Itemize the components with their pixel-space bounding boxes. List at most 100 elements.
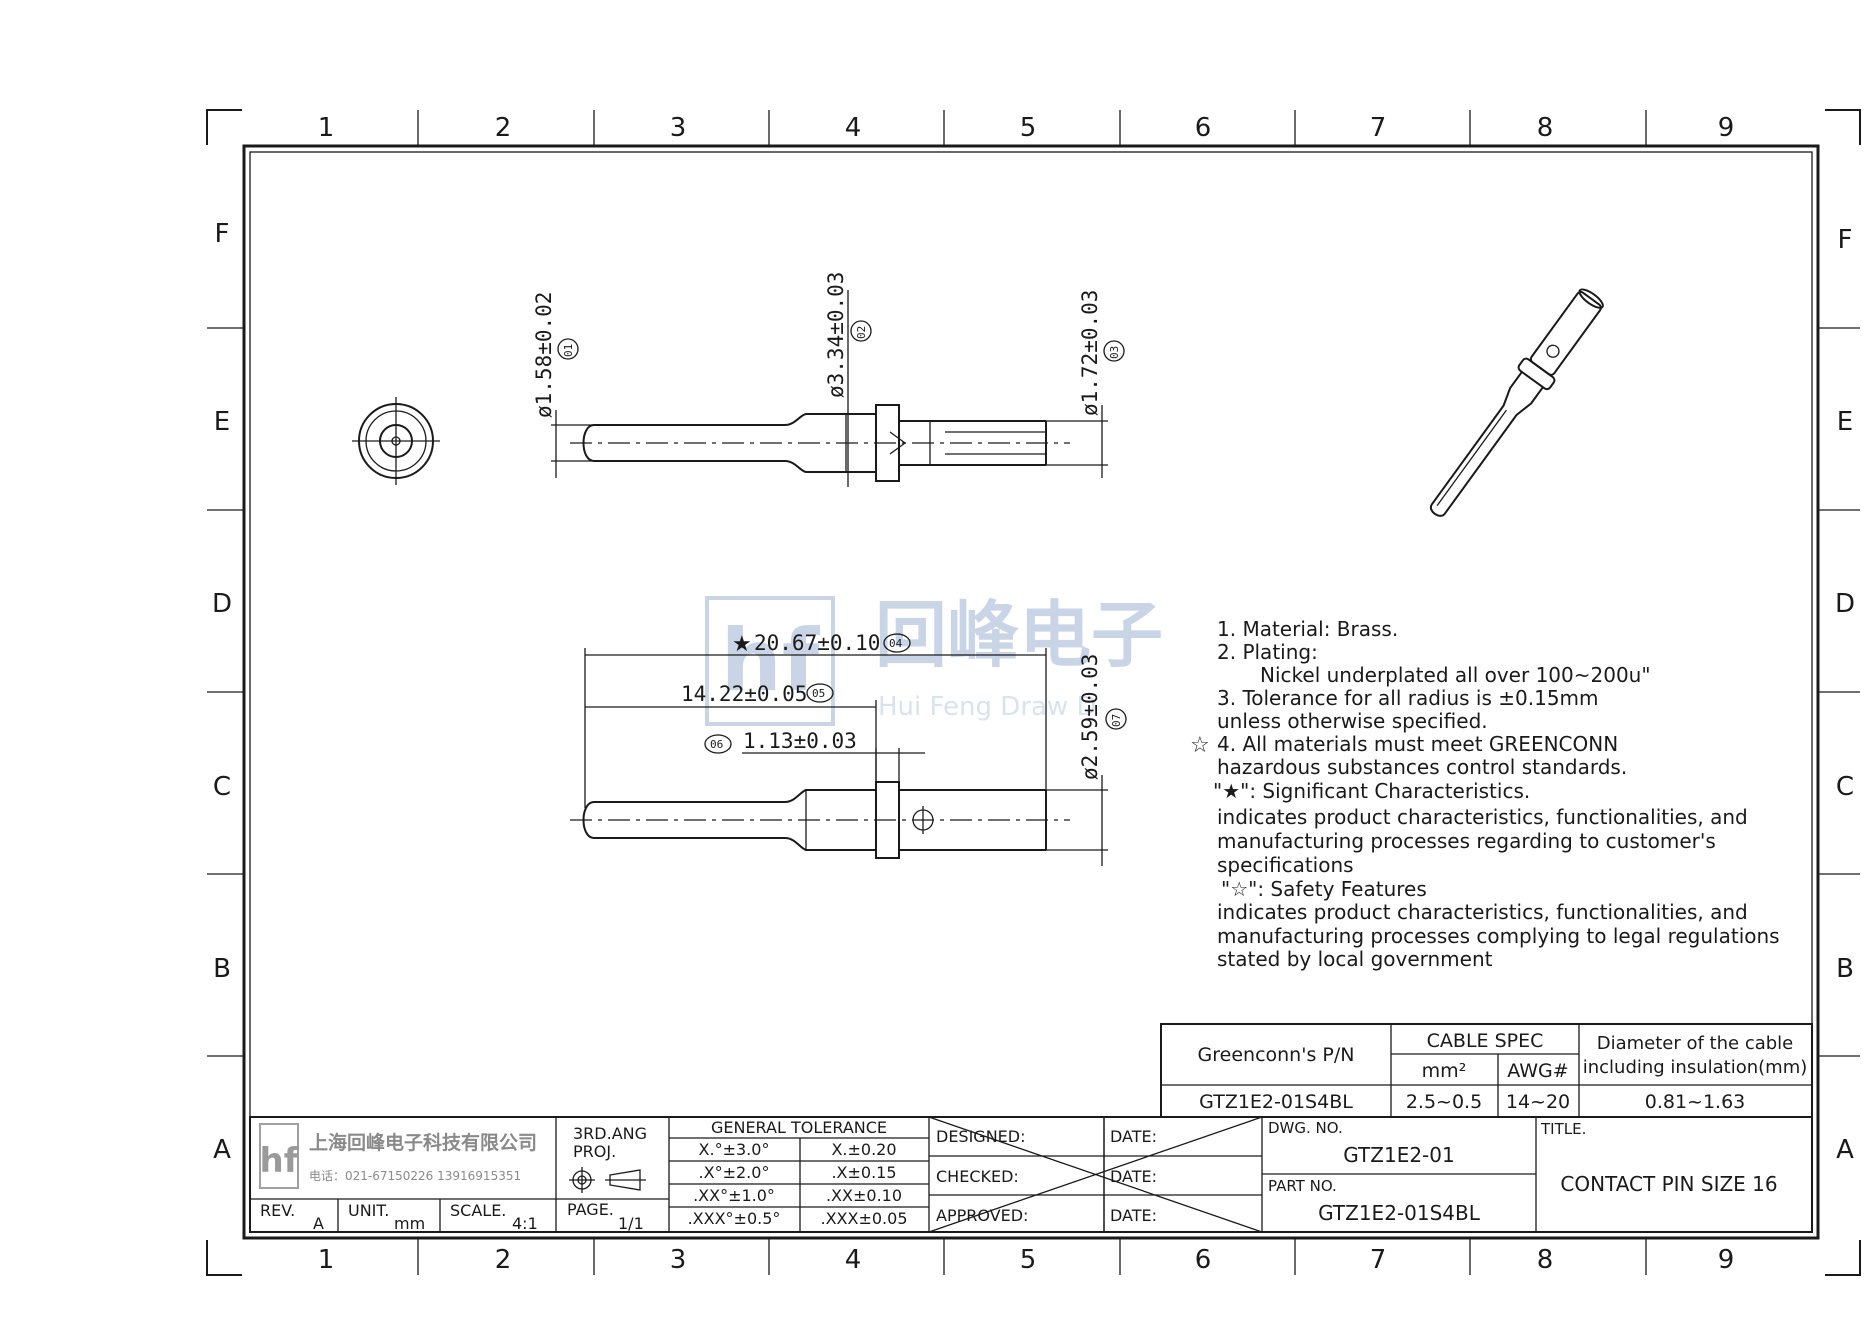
svg-text:03: 03 [1108,346,1121,359]
spec-pn-header: Greenconn's P/N [1198,1044,1355,1066]
watermark-en: Hui Feng Draw D [878,692,1097,722]
note-2b: Nickel underplated all over 100~200u" [1260,663,1651,687]
dwg-no: GTZ1E2-01 [1343,1143,1454,1167]
note-significant-1: indicates product characteristics, funct… [1217,805,1748,829]
svg-text:20.67±0.10: 20.67±0.10 [754,631,880,655]
rev-label: REV. [260,1201,295,1220]
dim-d4: ★ 20.67±0.10 04 [732,631,911,657]
svg-text:D: D [1835,589,1855,619]
scale-value: 4:1 [512,1214,538,1233]
svg-text:ø3.34±0.03: ø3.34±0.03 [824,272,848,398]
svg-text:C: C [213,772,231,802]
notes: 1. Material: Brass. 2. Plating: Nickel u… [1190,617,1780,971]
svg-text:★: ★ [732,632,752,657]
svg-text:A: A [213,1135,231,1165]
watermark-cn: 回峰电子 [875,593,1163,677]
spec-awg-header: AWG# [1507,1060,1568,1082]
svg-text:X.°±3.0°: X.°±3.0° [699,1140,770,1159]
checked-date-label: DATE: [1110,1167,1157,1186]
spec-dia-header-2: including insulation(mm) [1583,1057,1808,1078]
dim-d7: ø2.59±0.03 07 [1078,654,1127,780]
svg-text:.XXX°±0.5°: .XXX°±0.5° [688,1209,781,1228]
svg-text:6: 6 [1195,1245,1212,1275]
svg-text:E: E [214,407,230,437]
svg-text:7: 7 [1370,1245,1387,1275]
svg-text:2: 2 [495,113,512,143]
end-view [352,397,440,485]
pin-side-view-bottom [570,648,1108,866]
svg-text:6: 6 [1195,113,1212,143]
page-label: PAGE. [567,1200,614,1219]
company-name: 上海回峰电子科技有限公司 [309,1131,537,1154]
svg-text:F: F [1838,225,1853,255]
svg-text:A: A [1836,1135,1854,1165]
projection-label-2: PROJ. [573,1142,616,1161]
dwg-no-label: DWG. NO. [1268,1119,1343,1137]
drawing-title: CONTACT PIN SIZE 16 [1560,1172,1777,1196]
row-labels-right: FE DC BA [1835,225,1855,1165]
svg-text:9: 9 [1718,1245,1735,1275]
svg-text:1: 1 [318,1245,335,1275]
note-3: 3. Tolerance for all radius is ±0.15mm [1217,686,1599,710]
dim-d5: 14.22±0.05 05 [681,682,834,706]
note-safety-1: indicates product characteristics, funct… [1217,900,1748,924]
svg-text:01: 01 [562,344,575,357]
pin-side-view-top [551,290,1108,487]
part-no: GTZ1E2-01S4BL [1318,1201,1481,1225]
note-1: 1. Material: Brass. [1217,617,1398,641]
checked-label: CHECKED: [936,1167,1019,1186]
svg-text:8: 8 [1537,113,1554,143]
watermark: hf 回峰电子 Hui Feng Draw D [705,593,1163,726]
svg-text:3: 3 [670,113,687,143]
spec-awg: 14~20 [1506,1091,1570,1113]
corner-marks [206,109,1861,1276]
dim-d1: ø1.58±0.02 01 [532,292,579,418]
svg-text:04: 04 [889,637,903,650]
svg-text:ø1.58±0.02: ø1.58±0.02 [532,292,556,418]
row-ticks [207,327,1860,1057]
approved-label: APPROVED: [936,1206,1028,1225]
approved-date-label: DATE: [1110,1206,1157,1225]
dim-d3: ø1.72±0.03 03 [1078,290,1125,416]
svg-text:05: 05 [812,687,825,700]
unit-label: UNIT. [348,1201,389,1220]
svg-text:.XX±0.10: .XX±0.10 [826,1186,902,1205]
svg-text:.X°±2.0°: .X°±2.0° [699,1163,770,1182]
note-4-safety-icon: ☆ [1190,733,1210,758]
svg-text:ø1.72±0.03: ø1.72±0.03 [1078,290,1102,416]
svg-text:1.13±0.03: 1.13±0.03 [743,729,857,753]
svg-text:02: 02 [855,326,868,339]
svg-text:D: D [212,589,232,619]
svg-text:07: 07 [1110,714,1123,727]
note-2: 2. Plating: [1217,640,1318,664]
note-3b: unless otherwise specified. [1217,709,1488,733]
svg-text:06: 06 [710,738,723,751]
svg-text:9: 9 [1718,113,1735,143]
row-labels-left: F E D C B A [212,219,232,1165]
note-significant-2: manufacturing processes regarding to cus… [1217,829,1716,853]
svg-text:3: 3 [670,1245,687,1275]
svg-text:.XXX±0.05: .XXX±0.05 [821,1209,908,1228]
svg-text:X.±0.20: X.±0.20 [831,1140,896,1159]
company-phone: 电话：021-67150226 13916915351 [309,1169,521,1183]
svg-text:B: B [213,954,231,984]
note-safety: "☆": Safety Features [1221,877,1427,901]
dim-d2: ø3.34±0.03 02 [824,272,872,398]
dim-d6: 06 1.13±0.03 [704,729,857,754]
svg-text:F: F [215,219,230,249]
spec-dia: 0.81~1.63 [1645,1091,1746,1113]
svg-text:8: 8 [1537,1245,1554,1275]
part-no-label: PART NO. [1268,1177,1337,1195]
spec-mm2-header: mm² [1422,1060,1467,1082]
spec-dia-header-1: Diameter of the cable [1597,1033,1794,1054]
svg-text:4: 4 [845,1245,862,1275]
note-significant-3: specifications [1217,853,1354,877]
svg-text:C: C [1836,772,1854,802]
unit-value: mm [394,1214,425,1233]
svg-text:ø2.59±0.03: ø2.59±0.03 [1078,654,1102,780]
svg-text:4: 4 [845,113,862,143]
note-4b: hazardous substances control standards. [1217,755,1627,779]
